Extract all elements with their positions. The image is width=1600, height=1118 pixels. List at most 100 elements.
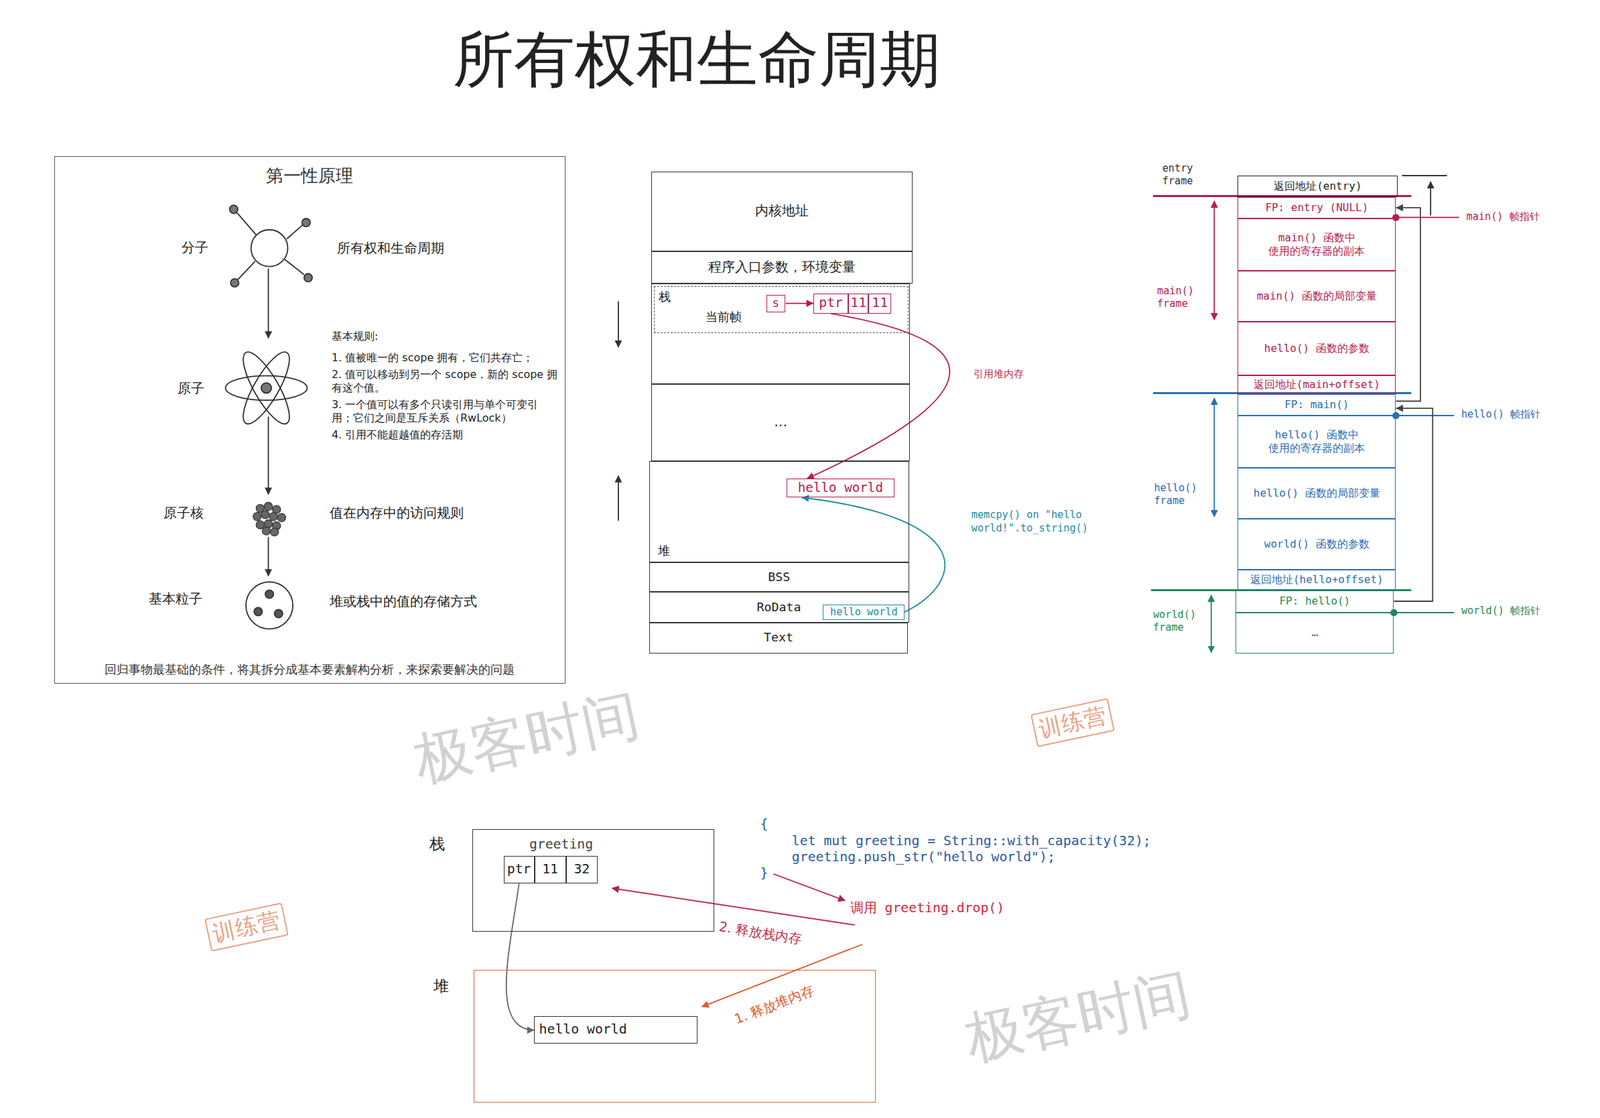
rule-item: 1. 值被唯一的 scope 拥有，它们共存亡； (331, 351, 559, 365)
frame-pointer-name: hello() 帧指针 (1461, 408, 1541, 421)
particle-icon (245, 581, 293, 629)
nucleus-icon (253, 512, 262, 521)
pointer-cell: s (766, 294, 785, 313)
frame-boundaries (1213, 397, 1215, 517)
drop-arrows (612, 887, 855, 925)
node-text: 程序入口参数，环境变量 (708, 259, 856, 277)
node-text: greeting (529, 836, 593, 853)
node-text: 栈 (658, 289, 671, 305)
molecule-icon (236, 212, 256, 236)
edge-label: memcpy() on "hello world!".to_string() (969, 507, 1097, 537)
level-name: 基本粒子 (148, 590, 203, 608)
node-text: main() 函数中 使用的寄存器的副本 (1259, 231, 1375, 258)
level-name: 原子核 (163, 505, 204, 522)
string-cell: 11 (868, 293, 892, 314)
memory-segment: … (651, 383, 911, 462)
node-text: 返回地址(hello+offset) (1250, 572, 1384, 587)
code-line: { (760, 816, 769, 833)
stack-slot: 返回地址(main+offset) (1237, 375, 1396, 394)
flow-arrows (268, 268, 270, 339)
connector (785, 299, 815, 307)
level-meaning: 值在内存中的访问规则 (329, 505, 464, 522)
nucleus-icon (255, 520, 264, 529)
string-cell: 32 (566, 855, 598, 884)
memory-segment: 程序入口参数，环境变量 (651, 251, 913, 285)
atom-icon (235, 346, 298, 430)
node-text: Text (763, 629, 794, 646)
connector-line (1393, 408, 1433, 602)
heap-string: hello world (534, 1015, 698, 1044)
arrowhead (1395, 204, 1404, 212)
frame-boundaries (1151, 175, 1448, 652)
molecule-icon (302, 218, 311, 227)
stack-slot: main() 函数中 使用的寄存器的副本 (1237, 218, 1396, 271)
node-text: 返回地址(main+offset) (1253, 377, 1381, 392)
stack-slot: hello() 函数中 使用的寄存器的副本 (1237, 415, 1396, 468)
connector (802, 494, 946, 612)
frame-boundaries (1429, 181, 1432, 216)
node-text: FP: main() (1284, 397, 1349, 412)
connector-line (802, 497, 946, 612)
level-name: 原子 (177, 380, 205, 398)
rule-item: 2. 值可以移动到另一个 scope，新的 scope 拥有这个值。 (331, 367, 559, 395)
rule-item: 3. 一个值可以有多个只读引用与单个可变引用；它们之间是互斥关系（RwLock） (331, 397, 559, 425)
molecule-icon (286, 224, 303, 239)
node-text: 当前帧 (705, 309, 742, 325)
node-text: hello() 函数的局部变量 (1253, 486, 1381, 500)
flow-arrows (268, 416, 270, 495)
node-text: s (772, 296, 780, 311)
molecule-icon (229, 205, 238, 214)
connector-line (506, 883, 535, 1030)
code-line: greeting.push_str("hello world"); (791, 848, 1056, 866)
drop-arrows (612, 873, 863, 1007)
heap-string: hello world (786, 478, 895, 498)
frame-name: main() frame (1157, 284, 1200, 311)
node-text: main() 函数的局部变量 (1256, 289, 1377, 303)
node-text: 11 (871, 294, 888, 312)
atom-icon (225, 346, 308, 430)
string-cell: 11 (534, 855, 567, 884)
node-text: FP: entry (NULL) (1264, 201, 1369, 215)
stack-box: 栈greetingptr1132 (472, 828, 715, 932)
rule-item: 4. 引用不能超越值的存活期 (331, 428, 559, 442)
stack-slot: 返回地址(entry) (1237, 175, 1398, 197)
nucleus-icon (269, 512, 278, 521)
nucleus-icon (263, 501, 273, 510)
atom-icon (225, 375, 308, 401)
string-cell: ptr (503, 855, 535, 884)
string-cell: ptr (813, 293, 849, 314)
stack-slot: hello() 函数的参数 (1237, 321, 1396, 376)
step-note: 2. 释放栈内存 (717, 918, 804, 949)
connector (1395, 204, 1421, 402)
node-text: 堆 (433, 976, 449, 996)
node-text: hello world (830, 605, 898, 619)
growth-arrows (617, 475, 620, 521)
node-text: 内核地址 (755, 203, 809, 220)
current-frame: 当前帧sptr1111 (653, 286, 910, 333)
stack-slot: FP: entry (NULL) (1237, 196, 1396, 219)
frame-pointer-lines (1395, 414, 1454, 417)
nucleus-icon (270, 527, 279, 537)
particle-icon (274, 609, 283, 618)
node-text: 堆 (657, 543, 671, 559)
stack-slot: FP: main() (1237, 393, 1396, 416)
molecule-icon (284, 259, 305, 275)
node-text: 栈 (429, 834, 445, 854)
level-meaning: 所有权和生命周期 (337, 240, 445, 258)
node-text: … (773, 414, 788, 431)
frame-pointer-lines (1393, 611, 1454, 614)
string-cell: 11 (848, 293, 869, 314)
particle-icon (265, 589, 274, 598)
node-text: 32 (573, 860, 590, 878)
stack-region: 栈当前帧sptr1111 (651, 283, 911, 384)
nucleus-icon (261, 510, 270, 519)
connector-line (1395, 207, 1421, 402)
connector (806, 313, 950, 480)
nucleus-icon (277, 513, 286, 522)
frame-pointer-name: main() 帧指针 (1465, 210, 1540, 224)
node-text: 回归事物最基础的条件，将其拆分成基本要素解构分析，来探索要解决的问题 (104, 661, 515, 678)
frame-boundaries (1402, 174, 1448, 177)
frame-boundaries (1213, 201, 1215, 320)
